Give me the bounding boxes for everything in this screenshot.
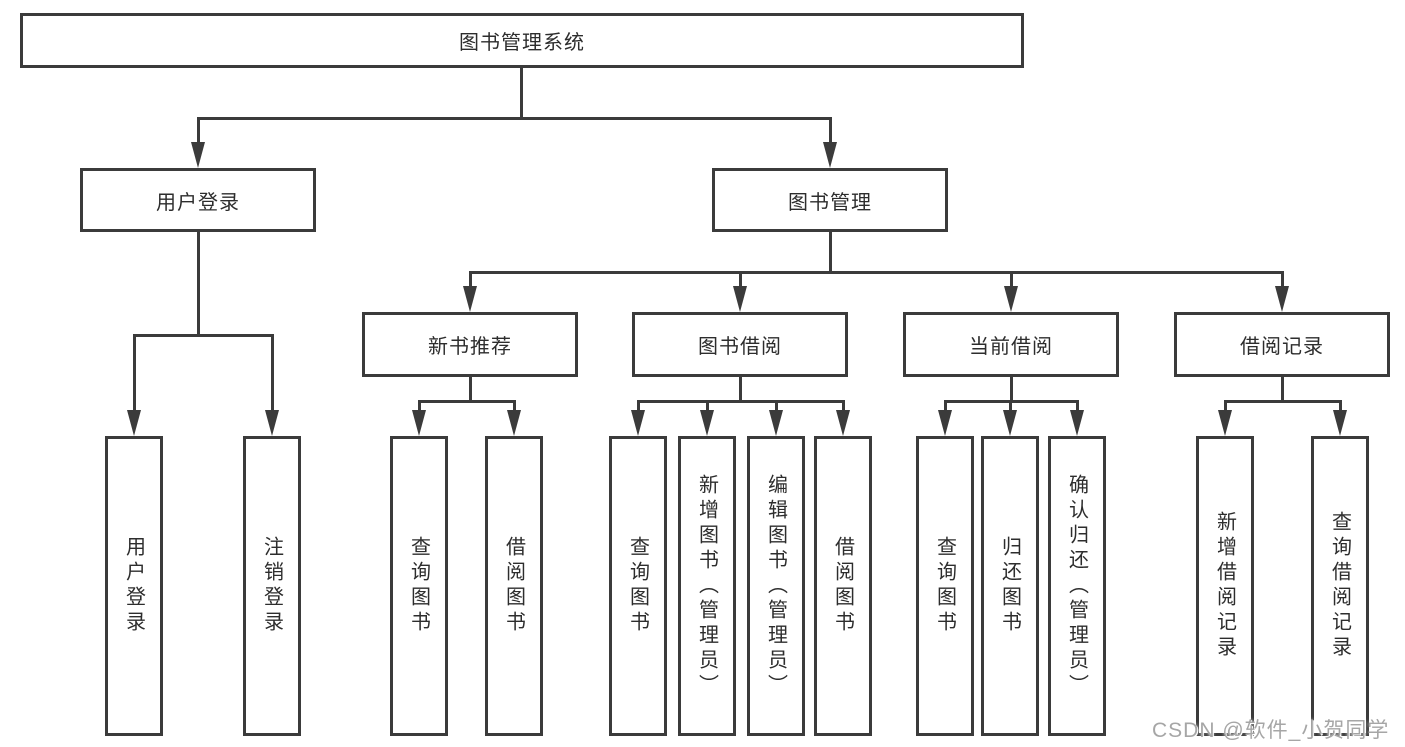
arrow-down-icon: [1218, 410, 1232, 436]
connector-root-bar: [197, 117, 832, 120]
arrow-down-icon: [769, 410, 783, 436]
arrow-down-icon: [1003, 410, 1017, 436]
leaf-bookborrow-add-label: 新增图书（管理员）: [695, 473, 718, 699]
leaf-currentborrow-confirm-label: 确认归还（管理员）: [1065, 473, 1088, 699]
connector-bookmgmt-bar: [469, 271, 1283, 274]
node-borrow-record: 借阅记录: [1174, 312, 1390, 377]
arrow-down-icon: [127, 410, 141, 436]
node-book-borrow: 图书借阅: [632, 312, 848, 377]
leaf-newbook-borrow: 借阅图书: [485, 436, 543, 736]
connector-borrowrecord-stub-1: [1224, 400, 1227, 412]
leaf-bookborrow-borrow-label: 借阅图书: [831, 536, 854, 636]
connector-userlogin-stem: [197, 232, 200, 337]
leaf-bookborrow-edit: 编辑图书（管理员）: [747, 436, 805, 736]
arrow-down-icon: [823, 142, 837, 168]
arrow-down-icon: [507, 410, 521, 436]
arrow-down-icon: [463, 286, 477, 312]
node-user-login-branch: 用户登录: [80, 168, 316, 232]
node-new-book-recommend: 新书推荐: [362, 312, 578, 377]
leaf-bookborrow-add: 新增图书（管理员）: [678, 436, 736, 736]
leaf-user-login-label: 用户登录: [122, 536, 145, 636]
leaf-currentborrow-query-label: 查询图书: [933, 536, 956, 636]
node-borrow-record-label: 借阅记录: [1240, 336, 1324, 358]
arrow-down-icon: [631, 410, 645, 436]
leaf-currentborrow-return-label: 归还图书: [998, 536, 1021, 636]
connector-userlogin-bar: [133, 334, 273, 337]
arrow-down-icon: [1070, 410, 1084, 436]
leaf-newbook-query: 查询图书: [390, 436, 448, 736]
arrow-down-icon: [1275, 286, 1289, 312]
connector-newbook-stem: [469, 375, 472, 402]
connector-bookborrow-stub-3: [775, 400, 778, 412]
connector-root-left-stub: [197, 117, 200, 145]
leaf-record-add-label: 新增借阅记录: [1213, 511, 1236, 661]
arrow-down-icon: [836, 410, 850, 436]
connector-borrowrecord-stub-2: [1339, 400, 1342, 412]
arrow-down-icon: [700, 410, 714, 436]
connector-bookborrow-stub-4: [842, 400, 845, 412]
connector-root-right-stub: [829, 117, 832, 145]
node-current-borrow: 当前借阅: [903, 312, 1119, 377]
connector-borrowrecord-stem: [1281, 375, 1284, 402]
arrow-down-icon: [265, 410, 279, 436]
connector-bookborrow-stub-2: [706, 400, 709, 412]
leaf-user-login: 用户登录: [105, 436, 163, 736]
leaf-record-add: 新增借阅记录: [1196, 436, 1254, 736]
node-book-management-branch-label: 图书管理: [788, 191, 872, 214]
connector-currentborrow-stub-2: [1009, 400, 1012, 412]
connector-currentborrow-stub-3: [1076, 400, 1079, 412]
connector-bookmgmt-stub-1: [469, 271, 472, 288]
connector-bookborrow-stem: [739, 375, 742, 402]
leaf-newbook-query-label: 查询图书: [407, 536, 430, 636]
connector-newbook-stub-1: [418, 400, 421, 412]
arrow-down-icon: [1333, 410, 1347, 436]
connector-bookmgmt-stub-4: [1281, 271, 1284, 288]
leaf-bookborrow-query: 查询图书: [609, 436, 667, 736]
leaf-record-query: 查询借阅记录: [1311, 436, 1369, 736]
leaf-newbook-borrow-label: 借阅图书: [502, 536, 525, 636]
connector-bookmgmt-stem: [829, 232, 832, 274]
connector-root-stem: [520, 68, 523, 119]
csdn-watermark: CSDN @软件_小贺同学: [1152, 719, 1390, 742]
arrow-down-icon: [733, 286, 747, 312]
leaf-currentborrow-confirm: 确认归还（管理员）: [1048, 436, 1106, 736]
arrow-down-icon: [938, 410, 952, 436]
connector-bookmgmt-stub-3: [1010, 271, 1013, 288]
node-book-borrow-label: 图书借阅: [698, 336, 782, 358]
leaf-currentborrow-query: 查询图书: [916, 436, 974, 736]
node-root-label: 图书管理系统: [459, 32, 585, 54]
connector-newbook-bar: [418, 400, 516, 403]
node-user-login-branch-label: 用户登录: [156, 191, 240, 214]
connector-bookborrow-bar: [637, 400, 844, 403]
leaf-bookborrow-edit-label: 编辑图书（管理员）: [764, 473, 787, 699]
node-current-borrow-label: 当前借阅: [969, 336, 1053, 358]
arrow-down-icon: [1004, 286, 1018, 312]
node-book-management-branch: 图书管理: [712, 168, 948, 232]
leaf-logout-label: 注销登录: [260, 536, 283, 636]
connector-bookmgmt-stub-2: [739, 271, 742, 288]
connector-newbook-stub-2: [513, 400, 516, 412]
leaf-record-query-label: 查询借阅记录: [1328, 511, 1351, 661]
arrow-down-icon: [412, 410, 426, 436]
leaf-logout: 注销登录: [243, 436, 301, 736]
arrow-down-icon: [191, 142, 205, 168]
connector-bookborrow-stub-1: [637, 400, 640, 412]
leaf-bookborrow-borrow: 借阅图书: [814, 436, 872, 736]
connector-currentborrow-stub-1: [944, 400, 947, 412]
connector-borrowrecord-bar: [1224, 400, 1341, 403]
connector-userlogin-right-stub: [271, 334, 274, 413]
leaf-bookborrow-query-label: 查询图书: [626, 536, 649, 636]
leaf-currentborrow-return: 归还图书: [981, 436, 1039, 736]
connector-currentborrow-stem: [1010, 375, 1013, 402]
connector-userlogin-left-stub: [133, 334, 136, 413]
node-new-book-recommend-label: 新书推荐: [428, 336, 512, 358]
node-root: 图书管理系统: [20, 13, 1024, 68]
